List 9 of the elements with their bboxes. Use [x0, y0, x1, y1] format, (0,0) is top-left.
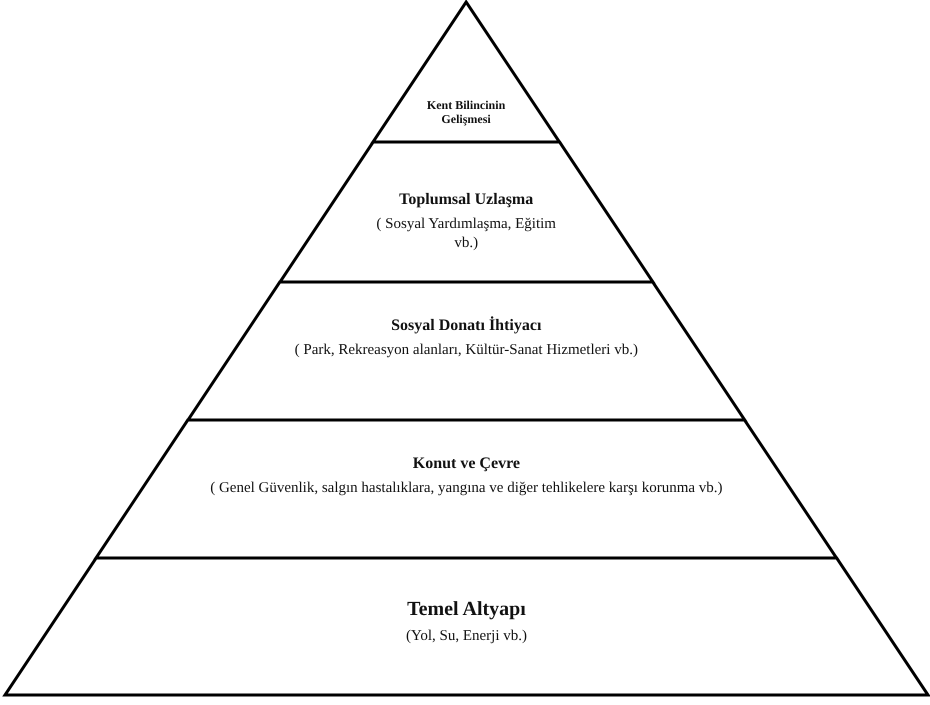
level-description: ( Genel Güvenlik, salgın hastalıklara, yangına ve diğer tehlikelere karşı korunma vb.) — [210, 479, 723, 498]
level-title: Konut ve Çevre — [412, 454, 520, 474]
level-title: Temel Altyapı — [407, 597, 526, 621]
level-description: ( Sosyal Yardımlaşma, Eğitim vb.) — [375, 215, 557, 253]
level-title: Kent Bilincinin Gelişmesi — [426, 98, 506, 127]
level-title: Toplumsal Uzlaşma — [399, 190, 534, 210]
level-description: ( Park, Rekreasyon alanları, Kültür-Sanat Hizmetleri vb.) — [294, 341, 638, 360]
level-title: Sosyal Donatı İhtiyacı — [391, 316, 542, 336]
level-description: (Yol, Su, Enerji vb.) — [406, 627, 527, 646]
